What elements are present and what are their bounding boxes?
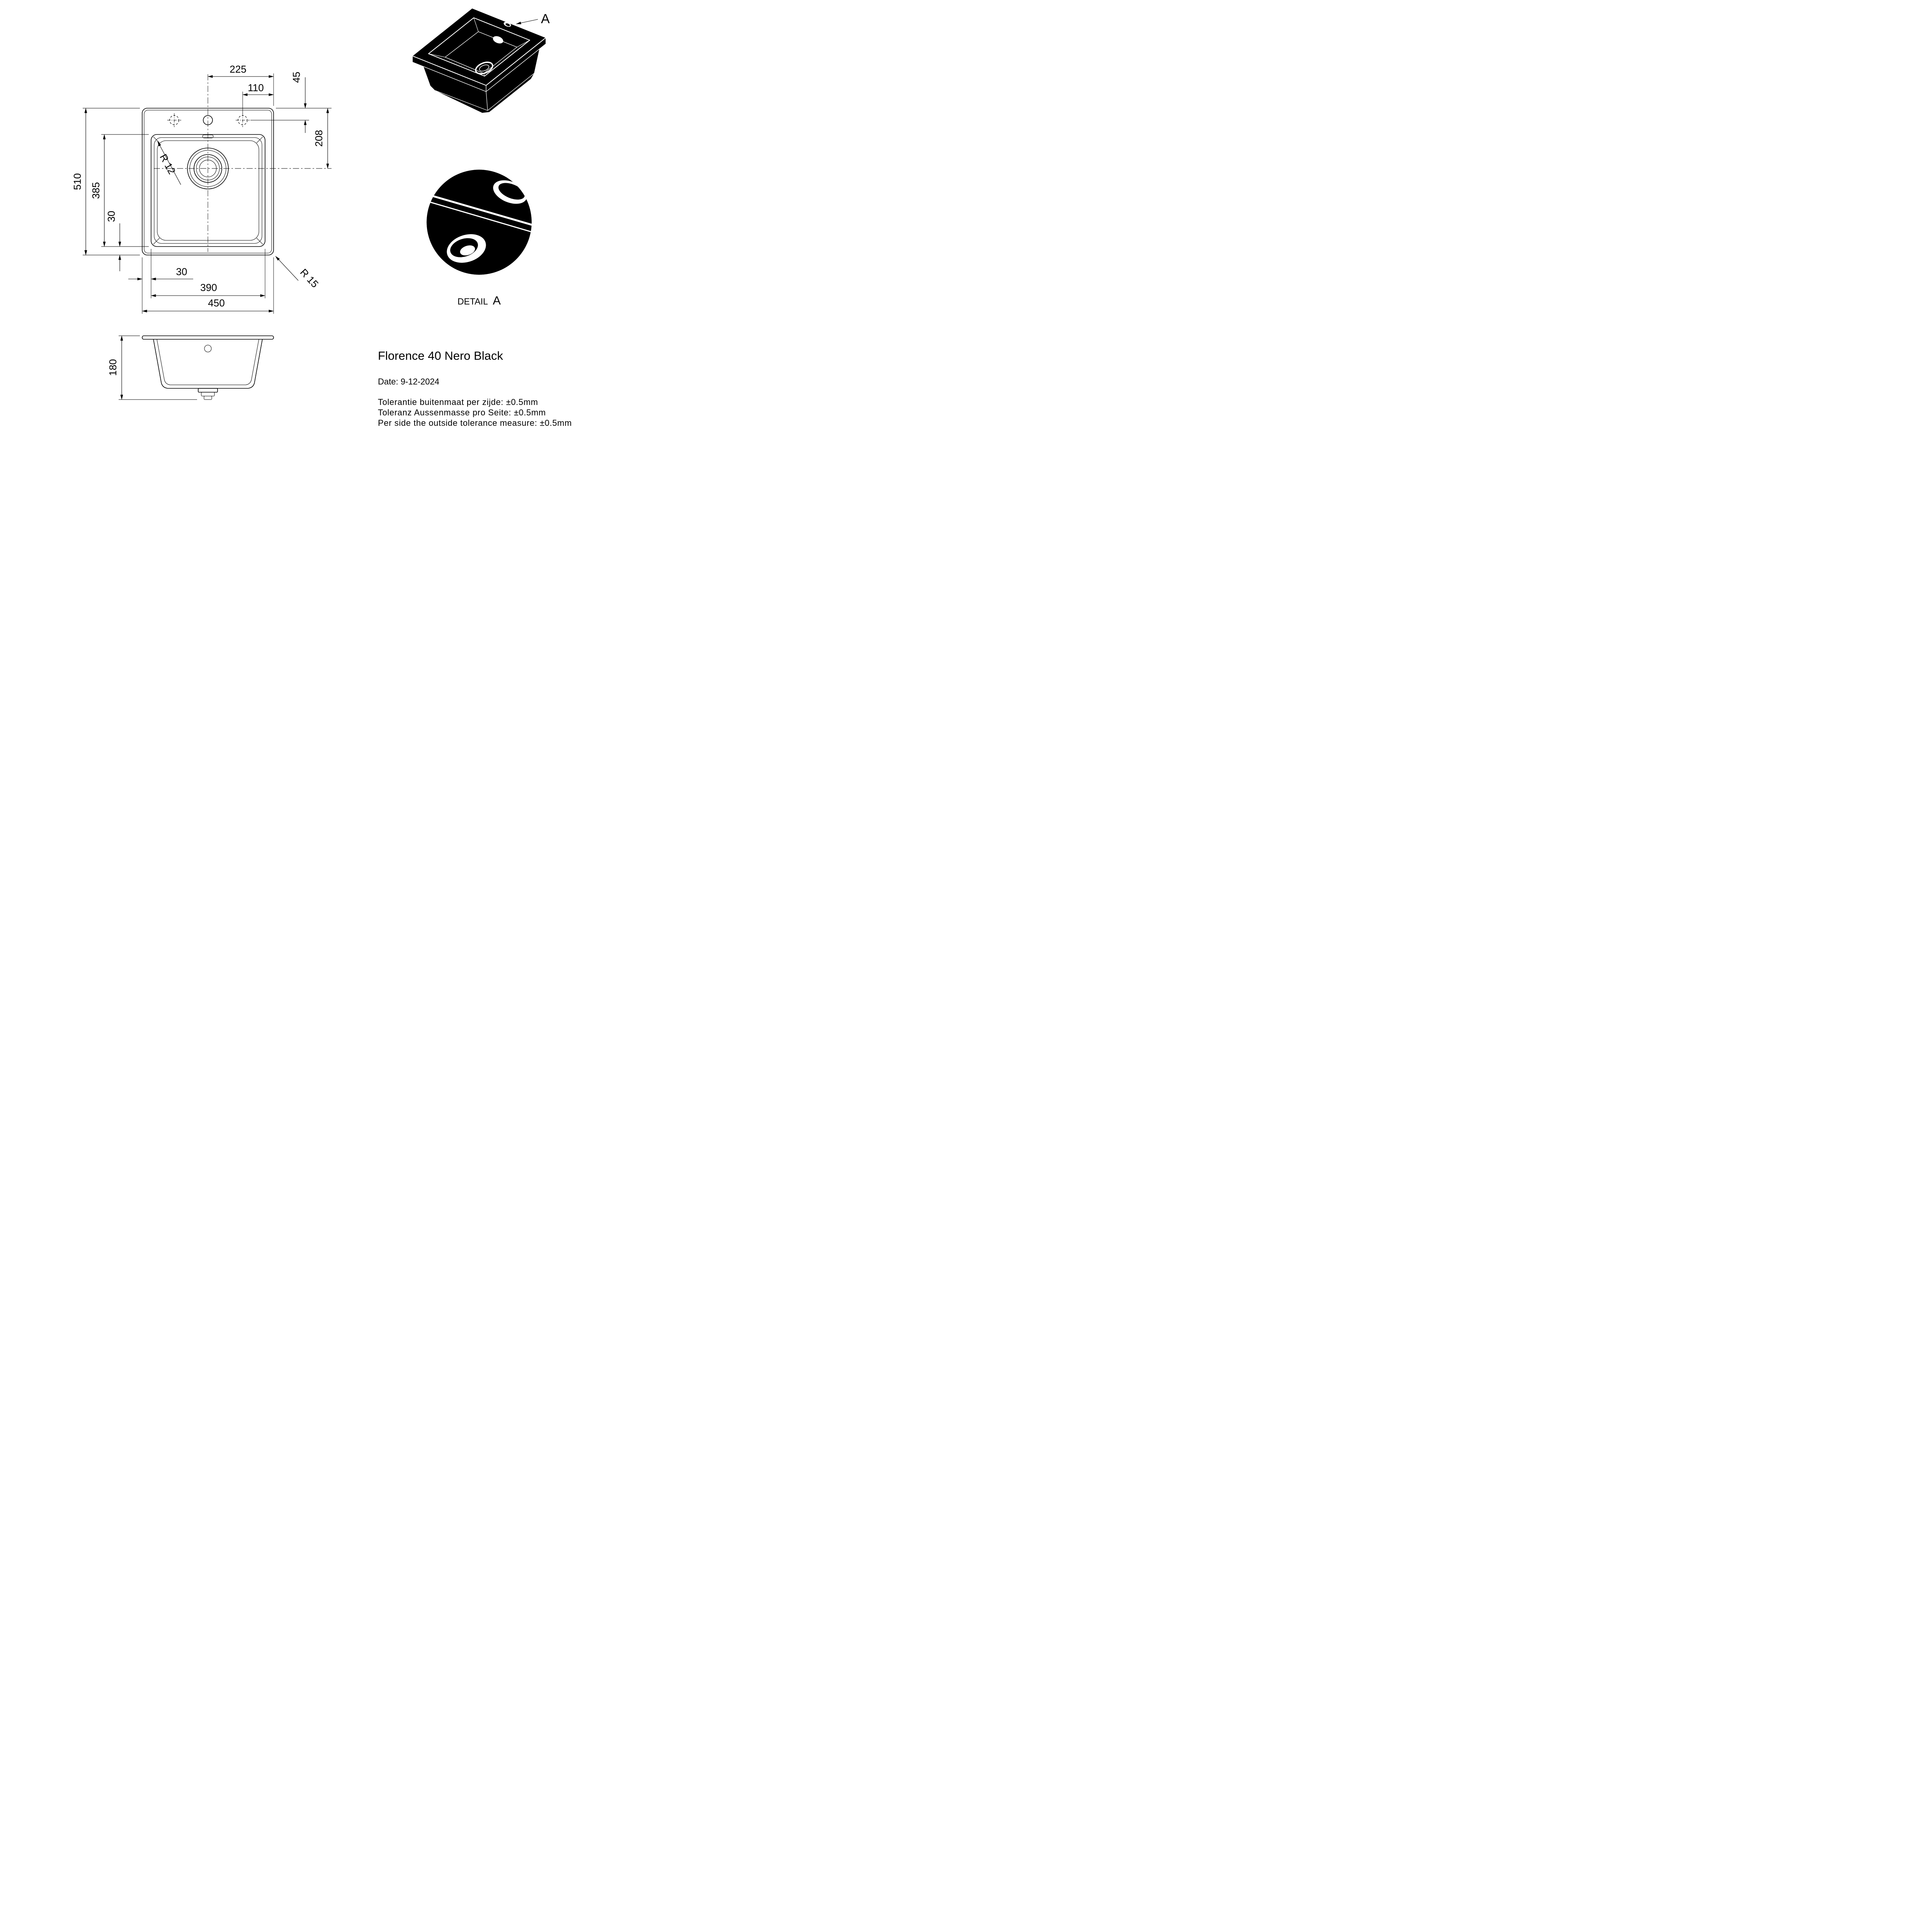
bowl-corner-ticks [153,136,263,245]
detail-caption-word: DETAIL [457,296,488,306]
iso-bowl-wall-edges [428,17,530,77]
radius-r15-label: R 15 [298,267,321,290]
dim-45-label: 45 [291,72,302,83]
dim-450-label: 450 [208,297,224,309]
iso-drain [475,61,493,75]
bowl-edge [151,134,265,247]
drawing-canvas: 225 110 45 208 510 385 30 30 390 450 [0,0,604,427]
radius-r15-leader [275,256,299,281]
dim-225-label: 225 [230,63,246,75]
detail-hole-lower [447,234,486,263]
drain-section [198,388,218,400]
dim-110-label: 110 [248,82,264,94]
dim-510-label: 510 [71,173,83,190]
date-label: Date: 9-12-2024 [378,377,439,386]
detail-caption: DETAIL A [457,294,501,307]
dim-30-bottom-label: 30 [176,266,187,277]
tolerance-line-en: Per side the outside tolerance measure: … [378,418,572,427]
dim-180-label: 180 [107,359,119,376]
product-title: Florence 40 Nero Black [378,349,503,362]
sink-outer-edge [142,108,274,255]
side-view: 180 [107,335,274,400]
dimensions-plan: 225 110 45 208 510 385 30 30 390 450 [71,63,332,314]
dim-30-left-label: 30 [105,211,117,222]
bowl-slope-line-2 [157,140,259,241]
flange-profile [142,335,274,340]
faucet-hole-section [204,345,212,352]
radius-r12-label: R 12 [157,152,178,176]
iso-body-corner-edge [486,91,488,111]
accessory-hole-left [167,113,181,127]
iso-faucet-holes [493,22,511,44]
tolerance-line-de: Toleranz Aussenmasse pro Seite: ±0.5mm [378,408,546,417]
dim-390-label: 390 [200,282,217,293]
accessory-hole-right [236,113,250,127]
radius-r12-leader [157,141,181,185]
dim-385-label: 385 [90,182,102,199]
detail-caption-ref: A [493,294,501,307]
dim-208-label: 208 [313,130,325,146]
detail-view: DETAIL A [427,170,532,307]
extension-lines [83,73,332,314]
tolerance-line-nl: Tolerantie buitenmaat per zijde: ±0.5mm [378,397,538,407]
plan-view [142,74,332,255]
iso-view: A [412,9,550,113]
info-block: Florence 40 Nero Black Date: 9-12-2024 T… [378,349,604,427]
technical-drawing-svg: 225 110 45 208 510 385 30 30 390 450 [71,9,550,400]
iso-callout-leader [516,19,538,24]
iso-sink-body [413,9,546,113]
bowl-slope-line-1 [154,137,262,244]
bowl-outer-wall [153,339,263,389]
bowl-inner-wall [156,339,259,385]
detail-edge-highlights [427,194,532,235]
iso-callout-label: A [541,12,550,26]
